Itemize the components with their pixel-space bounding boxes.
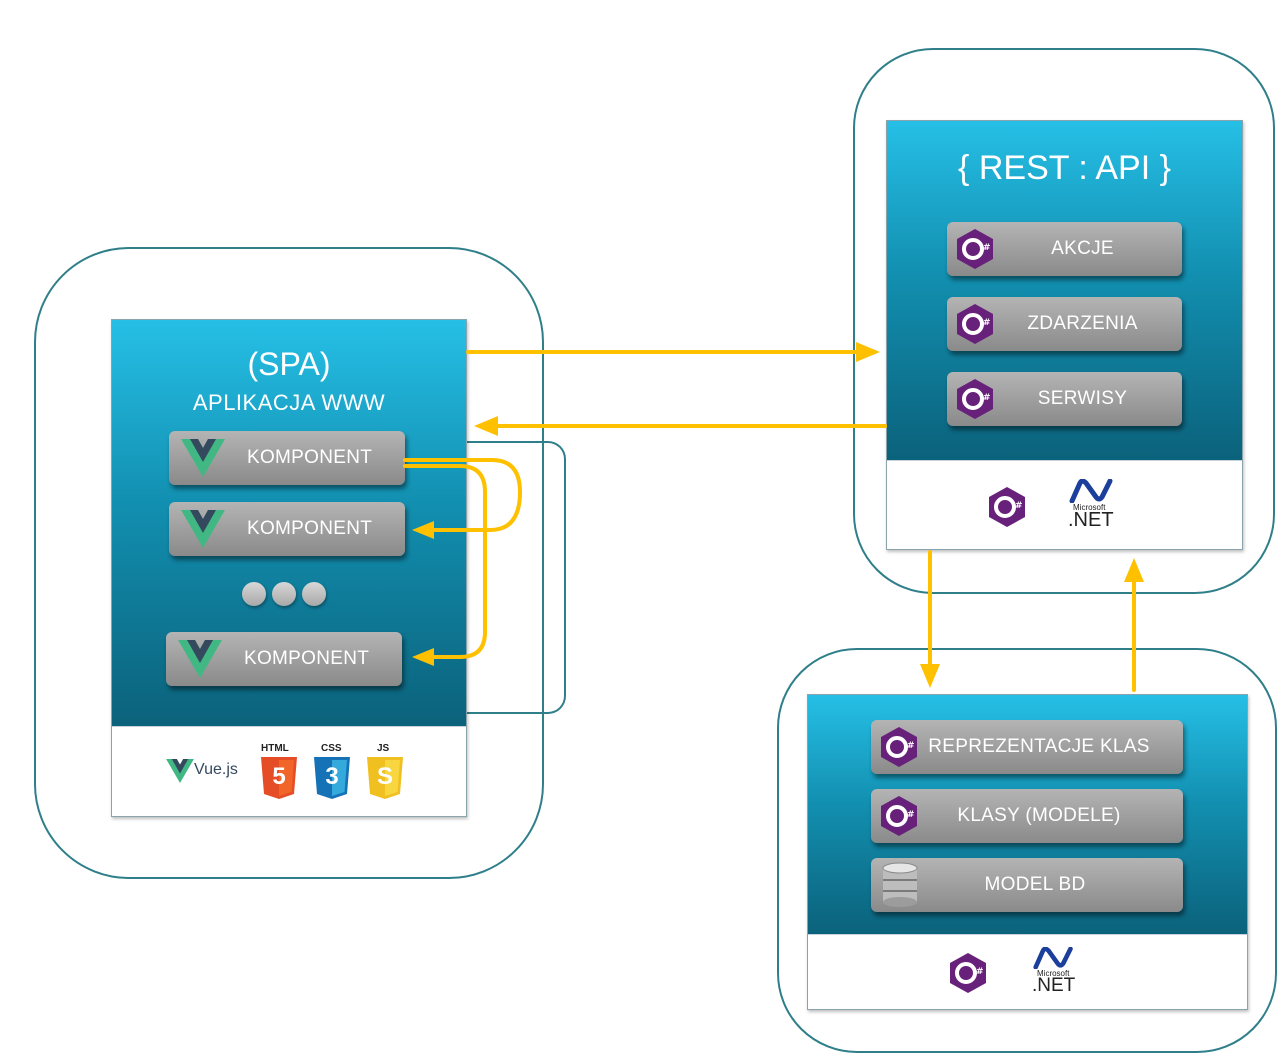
spa-tech-footer: Vue.js HTML 5 CSS 3 JS S [112, 726, 466, 816]
database-icon [882, 862, 918, 907]
net-label: .NET [1032, 975, 1076, 996]
db-klasy-button[interactable]: # KLASY (MODELE) [871, 789, 1183, 843]
js-label: JS [377, 743, 390, 754]
html-label: HTML [261, 743, 289, 754]
javascript-icon [367, 757, 403, 799]
db-item-label: REPREZENTACJE KLAS [928, 736, 1150, 757]
api-container [853, 48, 1275, 594]
microsoft-label: Microsoft [1037, 969, 1070, 978]
api-panel-body: { REST : API } # AKCJE # ZDARZENIA # [887, 121, 1242, 463]
vue-icon [181, 510, 225, 548]
css-label: CSS [321, 743, 342, 754]
api-item-label: SERWISY [1037, 388, 1128, 409]
microsoft-label: Microsoft [1073, 503, 1106, 512]
svg-text:#: # [907, 741, 915, 751]
dotnet-logo-icon [1033, 947, 1073, 969]
api-title: { REST : API } [958, 149, 1171, 187]
db-panel-body: # REPREZENTACJE KLAS # KLASY (MODELE) MO… [808, 695, 1247, 937]
db-tech-footer: # Microsoft .NET [808, 934, 1247, 1009]
spa-panel-body: (SPA) APLIKACJA WWW KOMPONENT KOMPONENT [112, 320, 466, 729]
csharp-icon: # [989, 487, 1025, 527]
api-panel: { REST : API } # AKCJE # ZDARZENIA # [886, 120, 1243, 550]
component-label: KOMPONENT [247, 518, 373, 539]
csharp-icon: # [950, 953, 986, 993]
spa-panel: (SPA) APLIKACJA WWW KOMPONENT KOMPONENT [111, 319, 467, 817]
javascript-glyph: S [376, 763, 393, 790]
csharp-icon: # [957, 229, 993, 269]
db-item-label: KLASY (MODELE) [957, 805, 1121, 826]
ellipsis-dot [302, 582, 326, 606]
api-item-label: AKCJE [1051, 238, 1114, 259]
vue-icon [181, 439, 225, 477]
api-zdarzenia-button[interactable]: # ZDARZENIA [947, 297, 1182, 351]
component-button-2[interactable]: KOMPONENT [169, 502, 405, 556]
csharp-icon: # [957, 304, 993, 344]
component-label: KOMPONENT [247, 447, 373, 468]
html5-icon [261, 757, 297, 799]
components-bracket [466, 441, 566, 714]
db-panel: # REPREZENTACJE KLAS # KLASY (MODELE) MO… [807, 694, 1248, 1010]
spa-title: (SPA) [247, 346, 331, 382]
db-container [777, 648, 1277, 1053]
csharp-icon: # [881, 727, 917, 767]
html5-glyph: 5 [272, 763, 286, 790]
net-label: .NET [1068, 509, 1114, 531]
ellipsis-dot [242, 582, 266, 606]
spa-container [34, 247, 544, 879]
svg-text:#: # [907, 810, 915, 820]
csharp-icon: # [881, 796, 917, 836]
api-akcje-button[interactable]: # AKCJE [947, 222, 1182, 276]
component-button-1[interactable]: KOMPONENT [169, 431, 405, 485]
css3-icon [314, 757, 350, 799]
component-button-3[interactable]: KOMPONENT [166, 632, 402, 686]
dotnet-logo-icon [1069, 479, 1113, 503]
api-item-label: ZDARZENIA [1027, 313, 1138, 334]
svg-text:#: # [983, 393, 991, 403]
vue-logo-icon [166, 759, 194, 783]
svg-text:#: # [1015, 501, 1023, 511]
vue-label: Vue.js [194, 761, 238, 778]
api-tech-footer: # Microsoft .NET [887, 460, 1242, 549]
db-model-button[interactable]: MODEL BD [871, 858, 1183, 912]
csharp-icon: # [957, 379, 993, 419]
ellipsis-dot [272, 582, 296, 606]
vue-icon [178, 640, 222, 678]
css3-glyph: 3 [325, 763, 339, 790]
spa-subtitle: APLIKACJA WWW [192, 390, 386, 415]
db-item-label: MODEL BD [984, 874, 1086, 895]
component-label: KOMPONENT [244, 648, 370, 669]
db-reprezentacje-button[interactable]: # REPREZENTACJE KLAS [871, 720, 1183, 774]
api-serwisy-button[interactable]: # SERWISY [947, 372, 1182, 426]
svg-text:#: # [976, 967, 984, 977]
svg-text:#: # [983, 318, 991, 328]
svg-text:#: # [983, 243, 991, 253]
